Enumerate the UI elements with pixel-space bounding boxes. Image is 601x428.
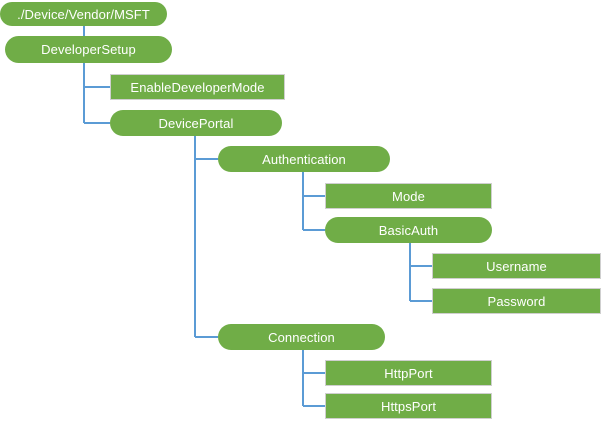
- tree-node-label: EnableDeveloperMode: [130, 79, 265, 95]
- tree-node-root[interactable]: ./Device/Vendor/MSFT: [0, 2, 167, 26]
- tree-node-mode[interactable]: Mode: [325, 183, 492, 209]
- tree-node-deviceportal[interactable]: DevicePortal: [110, 110, 282, 136]
- tree-node-label: BasicAuth: [378, 222, 439, 238]
- tree-node-password[interactable]: Password: [432, 288, 601, 314]
- tree-node-connection[interactable]: Connection: [218, 324, 385, 350]
- tree-node-username[interactable]: Username: [432, 253, 601, 279]
- tree-node-httpport[interactable]: HttpPort: [325, 360, 492, 386]
- tree-node-enabledevelopermode[interactable]: EnableDeveloperMode: [110, 74, 285, 100]
- tree-node-basicauth[interactable]: BasicAuth: [325, 217, 492, 243]
- tree-node-label: ./Device/Vendor/MSFT: [17, 6, 150, 22]
- tree-node-label: HttpsPort: [380, 398, 437, 414]
- tree-node-label: Mode: [392, 188, 425, 204]
- tree-node-label: Username: [486, 258, 547, 274]
- tree-node-developersetup[interactable]: DeveloperSetup: [5, 36, 172, 63]
- tree-node-authentication[interactable]: Authentication: [218, 146, 390, 172]
- tree-node-label: Password: [487, 293, 546, 309]
- tree-node-label: DevicePortal: [158, 115, 234, 131]
- tree-node-label: HttpPort: [384, 365, 433, 381]
- tree-node-httpsport[interactable]: HttpsPort: [325, 393, 492, 419]
- tree-node-label: Authentication: [262, 151, 346, 167]
- tree-node-label: DeveloperSetup: [41, 42, 136, 57]
- tree-node-label: Connection: [268, 329, 335, 345]
